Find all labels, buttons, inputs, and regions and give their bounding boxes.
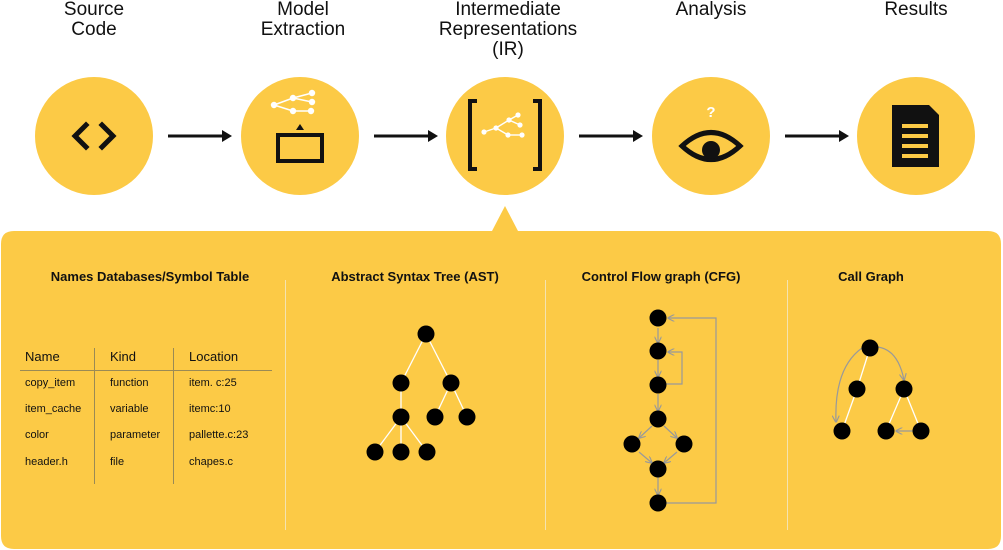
table-cell: file (110, 456, 125, 468)
table-cell: copy_item (25, 377, 76, 389)
table-cell: item_cache (25, 403, 82, 415)
ast-node (392, 443, 410, 461)
stage-circle-ir (446, 77, 564, 195)
call-graph-node (912, 422, 930, 440)
flow-arrow (374, 130, 438, 142)
svg-text:?: ? (706, 104, 715, 121)
stage-title-line: Results (884, 0, 948, 20)
ast-node (426, 408, 444, 426)
table-cell: itemc:10 (189, 403, 231, 415)
stage-circle-results (857, 77, 975, 195)
stage-title-line: Representations (438, 19, 578, 40)
call-graph (825, 339, 930, 440)
table-cell: chapes.c (189, 456, 234, 468)
call-graph-node (861, 339, 879, 357)
column-title-ast: Abstract Syntax Tree (AST) (331, 269, 499, 284)
cfg-node (649, 342, 667, 360)
table-header-rule (20, 370, 272, 371)
stage-title-analysis: Analysis (616, 0, 806, 20)
stage-title-model-extraction: Model Extraction (208, 0, 398, 40)
table-cell: pallette.c:23 (189, 429, 249, 441)
ast-node (392, 374, 410, 392)
flow-arrow (579, 130, 643, 142)
ast-node (418, 443, 436, 461)
flow-arrow (785, 130, 849, 142)
table-header-location: Location (189, 349, 239, 364)
table-cell: item. c:25 (189, 377, 237, 389)
stage-title-line: Source (63, 0, 125, 20)
table-cell: header.h (25, 456, 68, 468)
table-header-name: Name (25, 349, 60, 364)
cfg-node (649, 376, 667, 394)
ast-node (392, 408, 410, 426)
document-icon (892, 105, 939, 167)
table-column-rule (173, 348, 174, 484)
ast-node (442, 374, 460, 392)
column-divider (545, 280, 546, 530)
stage-title-results: Results (821, 0, 1003, 20)
table-header-kind: Kind (110, 349, 137, 364)
stage-title-line: Model (277, 0, 329, 20)
ast-node (366, 443, 384, 461)
cfg-node (623, 435, 641, 453)
cfg-node (649, 494, 667, 512)
ast-graph (366, 325, 476, 461)
ir-detail-panel (1, 206, 1001, 549)
flow-arrow (168, 130, 232, 142)
table-cell: color (25, 429, 49, 441)
column-divider (285, 280, 286, 530)
stage-title-ir: Intermediate Representations (IR) (413, 0, 603, 60)
table-cell: function (110, 377, 149, 389)
table-column-rule (94, 348, 95, 484)
ast-node (458, 408, 476, 426)
ir-brackets-icon (468, 99, 542, 171)
stage-title-source-code: Source Code (0, 0, 189, 40)
model-extraction-icon (270, 89, 324, 163)
call-graph-node (877, 422, 895, 440)
cfg-node (649, 309, 667, 327)
stage-title-line: Code (71, 19, 117, 40)
stage-circle-model-extraction (241, 77, 359, 195)
code-brackets-icon (71, 121, 117, 151)
cfg-node (649, 410, 667, 428)
call-graph-node (833, 422, 851, 440)
stage-title-line: Intermediate (455, 0, 561, 20)
column-title-cfg: Control Flow graph (CFG) (581, 269, 741, 284)
column-title-call-graph: Call Graph (838, 269, 904, 284)
cfg-graph (623, 309, 717, 512)
eye-question-icon: ? (678, 104, 744, 162)
table-cell: variable (110, 403, 149, 415)
table-cell: parameter (110, 429, 161, 441)
ast-node (417, 325, 435, 343)
column-divider (787, 280, 788, 530)
stage-title-line: (IR) (492, 39, 524, 60)
stage-circle-source-code (35, 77, 153, 195)
call-graph-node (895, 380, 913, 398)
stage-title-line: Analysis (675, 0, 747, 20)
cfg-node (675, 435, 693, 453)
stage-title-line: Extraction (260, 19, 346, 40)
call-graph-node (848, 380, 866, 398)
stage-circle-analysis: ? (652, 77, 770, 195)
column-title-symbol-table: Names Databases/Symbol Table (50, 269, 250, 284)
cfg-node (649, 460, 667, 478)
